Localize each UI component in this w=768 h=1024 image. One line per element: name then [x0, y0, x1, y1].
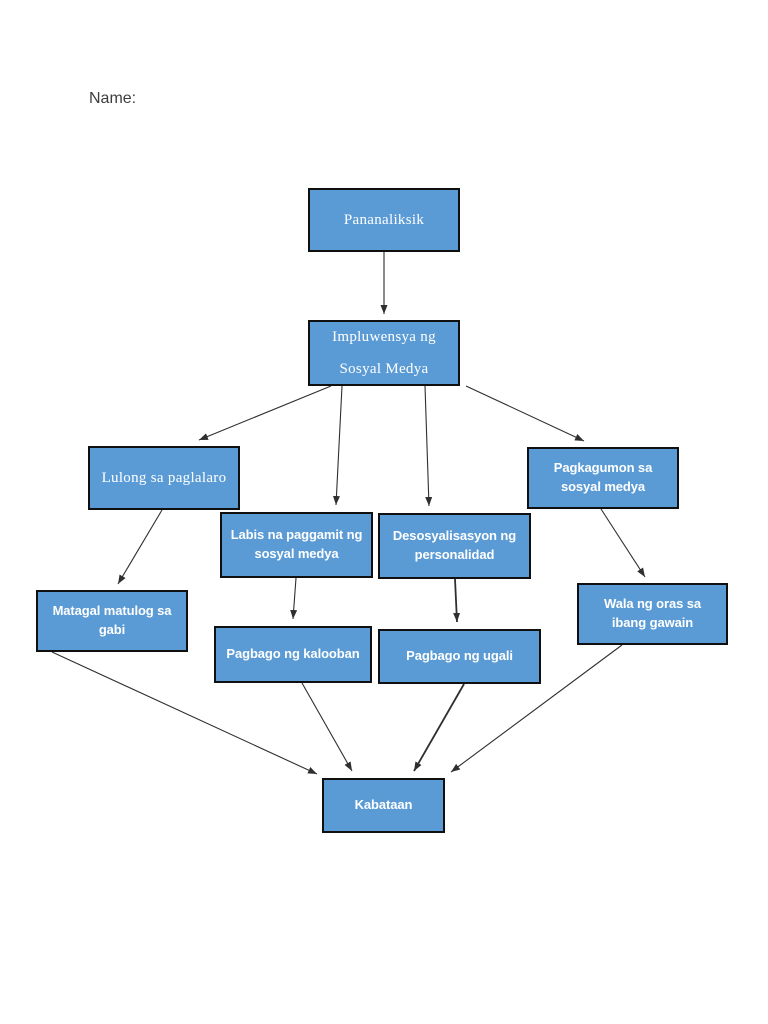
arrow-kalooban-to-kabataan: [301, 682, 353, 772]
arrow-impluwensya-to-lulong: [198, 385, 332, 441]
node-impluwensya-sosyal-medya: Impluwensya ng Sosyal Medya: [308, 320, 460, 386]
arrow-desosyalisasyon-to-ugali: [453, 578, 461, 623]
arrow-labis-to-kalooban: [290, 577, 298, 620]
node-labis-na-paggamit: Labis na paggamit ng sosyal medya: [220, 512, 373, 578]
node-pagkagumon: Pagkagumon sa sosyal medya: [527, 447, 679, 509]
node-kabataan: Kabataan: [322, 778, 445, 833]
node-pagbago-ng-ugali: Pagbago ng ugali: [378, 629, 541, 684]
node-desosyalisasyon: Desosyalisasyon ng personalidad: [378, 513, 531, 579]
node-lulong-sa-paglalaro: Lulong sa paglalaro: [88, 446, 240, 510]
arrow-impluwensya-to-labis: [332, 385, 343, 506]
arrow-lulong-to-matagal: [117, 509, 163, 585]
arrow-impluwensya-to-pagkagumon: [465, 385, 585, 442]
arrow-pagkagumon-to-wala: [600, 508, 646, 578]
arrow-ugali-to-kabataan: [413, 683, 465, 772]
node-pananaliksik: Pananaliksik: [308, 188, 460, 252]
node-pagbago-ng-kalooban: Pagbago ng kalooban: [214, 626, 372, 683]
name-label: Name:: [89, 90, 137, 107]
node-matagal-matulog: Matagal matulog sa gabi: [36, 590, 188, 652]
arrow-impluwensya-to-desosyalisasyon: [424, 385, 433, 507]
node-wala-ng-oras: Wala ng oras sa ibang gawain: [577, 583, 728, 645]
